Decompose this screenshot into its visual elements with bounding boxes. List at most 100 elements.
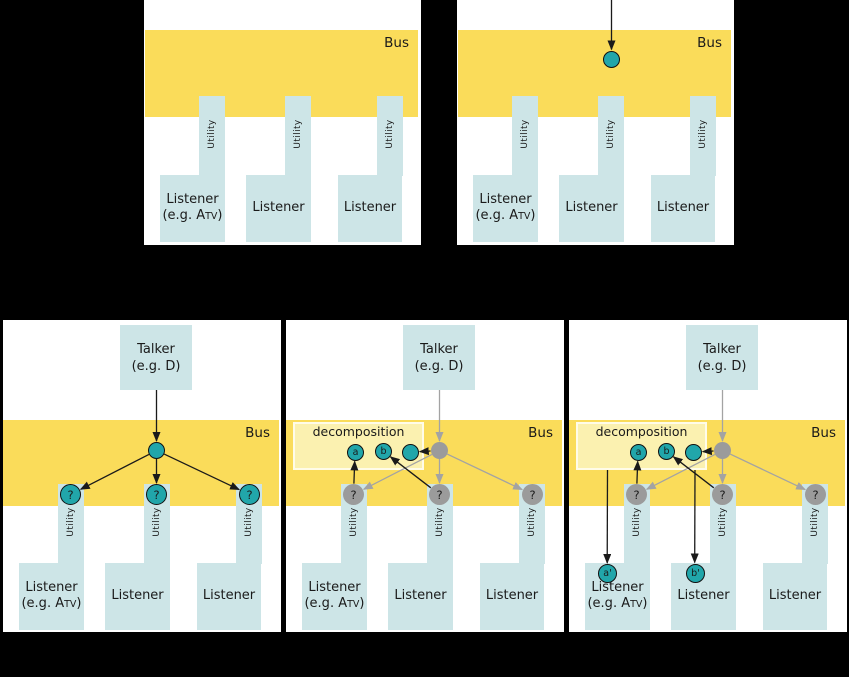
listener-label: Listener — [111, 588, 164, 604]
utility-label: Utility — [385, 119, 395, 149]
talker-label: Talker — [703, 341, 741, 357]
utility-label: Utility — [349, 507, 359, 537]
talker-box: Talker (e.g. D) — [686, 325, 758, 390]
listener-label: Listener — [485, 588, 539, 604]
listener-example-label: (e.g. ATV) — [304, 596, 365, 611]
listener-label: Listener — [25, 579, 78, 595]
query-node-3: ? — [805, 484, 826, 505]
bus-band: Bus — [145, 30, 418, 117]
query-node-2: ? — [429, 484, 450, 505]
listener-example-label: (e.g. ATV) — [162, 208, 223, 223]
bus-label: Bus — [811, 425, 836, 441]
utility-label: Utility — [632, 507, 642, 537]
listener-label: Listener — [479, 191, 532, 207]
utility-bar-3: Utility — [690, 96, 716, 176]
listener-label: Listener — [768, 588, 822, 604]
bus-label: Bus — [697, 35, 722, 51]
utility-label: Utility — [207, 119, 217, 149]
listener-box-1: Listener (e.g. ATV) — [19, 563, 84, 630]
query-node-3: ? — [522, 484, 543, 505]
listener-label: Listener — [394, 588, 447, 604]
listener-example-label: (e.g. ATV) — [475, 208, 536, 223]
query-node-2: ? — [712, 484, 733, 505]
utility-bar-2: Utility — [285, 96, 311, 176]
panel-d: Bus decomposition Utility Utility Utilit… — [286, 320, 564, 632]
message-node — [431, 442, 448, 459]
listener-example-label: (e.g. ATV) — [21, 596, 82, 611]
listener-box-1: Listener (e.g. ATV) — [302, 563, 367, 630]
listener-box-3: Listener — [197, 563, 261, 630]
node-b: b — [658, 443, 675, 460]
listener-box-2: Listener — [388, 563, 453, 630]
listener-label: Listener — [252, 200, 305, 216]
talker-box: Talker (e.g. D) — [120, 325, 192, 390]
node-a: a — [630, 444, 647, 461]
node-b: b — [375, 443, 392, 460]
listener-label: Listener — [656, 200, 710, 216]
listener-label: Listener — [677, 588, 730, 604]
utility-bar-3: Utility — [377, 96, 403, 176]
listener-label: Listener — [202, 588, 256, 604]
node-unlabeled — [402, 444, 419, 461]
listener-box-2: Listener — [246, 175, 311, 242]
talker-example-label: (e.g. D) — [414, 358, 464, 374]
node-a-prime: a' — [598, 564, 617, 583]
listener-box-2: Listener — [105, 563, 170, 630]
listener-label: Listener — [308, 579, 361, 595]
listener-box-3: Listener — [338, 175, 402, 242]
talker-label: Talker — [420, 341, 458, 357]
listener-label: Listener — [166, 191, 219, 207]
utility-label: Utility — [718, 507, 728, 537]
listener-box-3: Listener — [763, 563, 827, 630]
utility-label: Utility — [152, 507, 162, 537]
talker-example-label: (e.g. D) — [697, 358, 747, 374]
message-node — [603, 51, 620, 68]
node-unlabeled — [685, 444, 702, 461]
listener-label: Listener — [591, 579, 644, 595]
query-node-1: ? — [343, 484, 364, 505]
panel-b: Bus Utility Utility Utility Listener (e.… — [457, 0, 734, 245]
listener-box-3: Listener — [480, 563, 544, 630]
utility-label: Utility — [66, 507, 76, 537]
bus-band: Bus — [458, 30, 731, 117]
message-node — [714, 442, 731, 459]
listener-box-1: Listener (e.g. ATV) — [585, 563, 650, 630]
utility-label: Utility — [293, 119, 303, 149]
utility-label: Utility — [810, 507, 820, 537]
utility-label: Utility — [698, 119, 708, 149]
utility-bar-2: Utility — [598, 96, 624, 176]
listener-box-1: Listener (e.g. ATV) — [160, 175, 225, 242]
listener-label: Listener — [565, 200, 618, 216]
bus-label: Bus — [245, 425, 270, 441]
talker-label: Talker — [137, 341, 175, 357]
utility-label: Utility — [527, 507, 537, 537]
utility-label: Utility — [606, 119, 616, 149]
decomposition-box: decomposition — [576, 422, 707, 470]
panel-c: Bus Utility Utility Utility Listener (e.… — [3, 320, 281, 632]
utility-label: Utility — [244, 507, 254, 537]
bus-label: Bus — [384, 35, 409, 51]
query-node-3: ? — [239, 484, 260, 505]
listener-box-1: Listener (e.g. ATV) — [473, 175, 538, 242]
decomposition-label: decomposition — [595, 424, 688, 439]
utility-bar-1: Utility — [199, 96, 225, 176]
listener-box-2: Listener — [559, 175, 624, 242]
node-b-prime: b' — [686, 564, 705, 583]
query-node-2: ? — [146, 484, 167, 505]
talker-box: Talker (e.g. D) — [403, 325, 475, 390]
utility-label: Utility — [435, 507, 445, 537]
panel-e: Bus decomposition Utility Utility Utilit… — [569, 320, 847, 632]
listener-box-3: Listener — [651, 175, 715, 242]
message-node — [148, 442, 165, 459]
panel-a: Bus Utility Utility Utility Listener (e.… — [144, 0, 421, 245]
query-node-1: ? — [626, 484, 647, 505]
talker-example-label: (e.g. D) — [131, 358, 181, 374]
bus-label: Bus — [528, 425, 553, 441]
utility-bar-1: Utility — [512, 96, 538, 176]
utility-label: Utility — [520, 119, 530, 149]
listener-label: Listener — [343, 200, 397, 216]
listener-example-label: (e.g. ATV) — [587, 596, 648, 611]
query-node-1: ? — [60, 484, 81, 505]
decomposition-label: decomposition — [312, 424, 405, 439]
node-a: a — [347, 444, 364, 461]
